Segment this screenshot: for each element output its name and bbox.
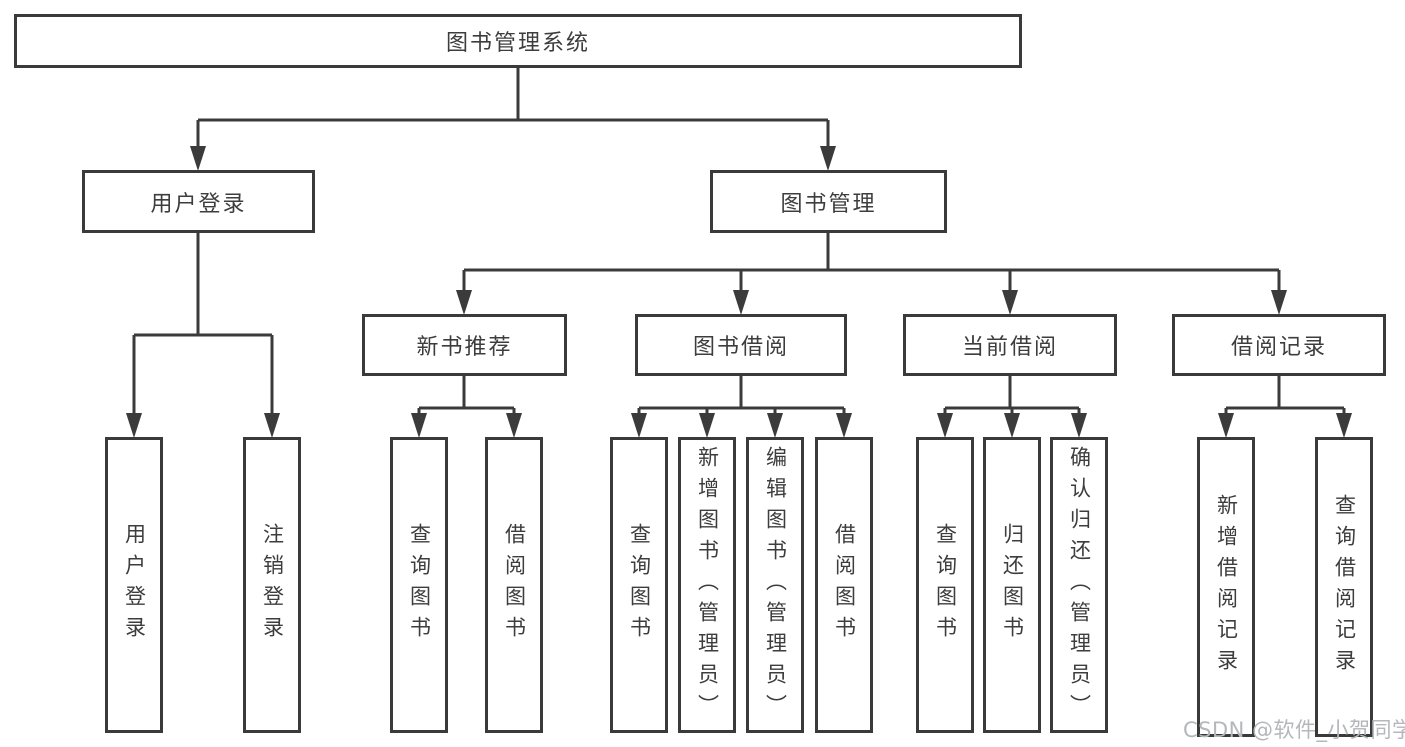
leaf-query-borrow-record: 查询借阅记录 <box>1315 437 1373 737</box>
arrow-down-icon <box>456 290 472 315</box>
leaf-confirm-return-admin-label: 确认归还（管理员） <box>1067 445 1092 725</box>
leaf-add-borrow-record-label: 新增借阅记录 <box>1214 494 1239 680</box>
arrow-down-icon <box>1002 290 1018 315</box>
leaf-query-books-current-label: 查询图书 <box>933 523 958 647</box>
connector-root-to-level1 <box>190 68 836 171</box>
leaf-add-borrow-record: 新增借阅记录 <box>1197 437 1255 737</box>
arrow-down-icon <box>506 413 522 438</box>
arrow-down-icon <box>836 413 852 438</box>
leaf-query-books-borrow: 查询图书 <box>610 437 668 733</box>
connector-borrow-records-to-leaves <box>1218 376 1352 438</box>
connector-book-borrow-to-leaves <box>631 376 852 438</box>
leaf-borrow-books: 借阅图书 <box>815 437 873 733</box>
leaf-query-books-recommend-label: 查询图书 <box>407 523 432 647</box>
node-new-book-recommend-label: 新书推荐 <box>416 335 513 360</box>
connector-user-login-to-leaves <box>126 233 280 438</box>
leaf-query-books-borrow-label: 查询图书 <box>627 523 652 647</box>
arrow-down-icon <box>1271 290 1287 315</box>
csdn-watermark: CSDN @软件_小贺同学 <box>1183 718 1405 742</box>
leaf-edit-books-admin: 编辑图书（管理员） <box>746 437 804 733</box>
node-user-login-label: 用户登录 <box>150 191 247 217</box>
node-current-borrow: 当前借阅 <box>903 314 1117 376</box>
leaf-logout: 注销登录 <box>243 437 301 733</box>
arrow-down-icon <box>1071 413 1087 438</box>
arrow-down-icon <box>1218 413 1234 438</box>
leaf-logout-label: 注销登录 <box>260 523 285 647</box>
leaf-borrow-books-recommend-label: 借阅图书 <box>502 523 527 647</box>
arrow-down-icon <box>820 146 836 171</box>
leaf-return-books-label: 归还图书 <box>1000 523 1025 647</box>
leaf-borrow-books-recommend: 借阅图书 <box>485 437 543 733</box>
node-book-borrow-label: 图书借阅 <box>692 335 789 360</box>
leaf-query-books-recommend: 查询图书 <box>390 437 448 733</box>
leaf-query-borrow-record-label: 查询借阅记录 <box>1332 494 1357 680</box>
arrow-down-icon <box>1004 413 1020 438</box>
node-book-management: 图书管理 <box>710 170 947 233</box>
node-root: 图书管理系统 <box>14 14 1022 68</box>
node-borrow-records: 借阅记录 <box>1172 314 1386 376</box>
leaf-add-books-admin: 新增图书（管理员） <box>678 437 736 733</box>
node-book-management-label: 图书管理 <box>780 191 877 217</box>
leaf-confirm-return-admin: 确认归还（管理员） <box>1050 437 1108 733</box>
leaf-add-books-admin-label: 新增图书（管理员） <box>695 445 720 725</box>
leaf-user-login-label: 用户登录 <box>122 523 147 647</box>
node-new-book-recommend: 新书推荐 <box>362 314 567 376</box>
arrow-down-icon <box>733 290 749 315</box>
node-borrow-records-label: 借阅记录 <box>1230 335 1327 360</box>
leaf-query-books-current: 查询图书 <box>916 437 974 733</box>
leaf-user-login: 用户登录 <box>105 437 163 733</box>
arrow-down-icon <box>767 413 783 438</box>
node-root-label: 图书管理系统 <box>445 31 590 56</box>
arrow-down-icon <box>126 413 142 438</box>
arrow-down-icon <box>264 413 280 438</box>
node-user-login: 用户登录 <box>82 170 315 233</box>
connector-current-borrow-to-leaves <box>937 376 1087 438</box>
arrow-down-icon <box>1336 413 1352 438</box>
connector-new-book-to-leaves <box>411 376 522 438</box>
connector-book-management-to-groups <box>456 233 1287 315</box>
leaf-return-books: 归还图书 <box>983 437 1041 733</box>
arrow-down-icon <box>411 413 427 438</box>
arrow-down-icon <box>937 413 953 438</box>
leaf-edit-books-admin-label: 编辑图书（管理员） <box>763 445 788 725</box>
node-book-borrow: 图书借阅 <box>635 314 847 376</box>
leaf-borrow-books-label: 借阅图书 <box>832 523 857 647</box>
arrow-down-icon <box>631 413 647 438</box>
node-current-borrow-label: 当前借阅 <box>961 335 1058 360</box>
arrow-down-icon <box>190 146 206 171</box>
arrow-down-icon <box>699 413 715 438</box>
